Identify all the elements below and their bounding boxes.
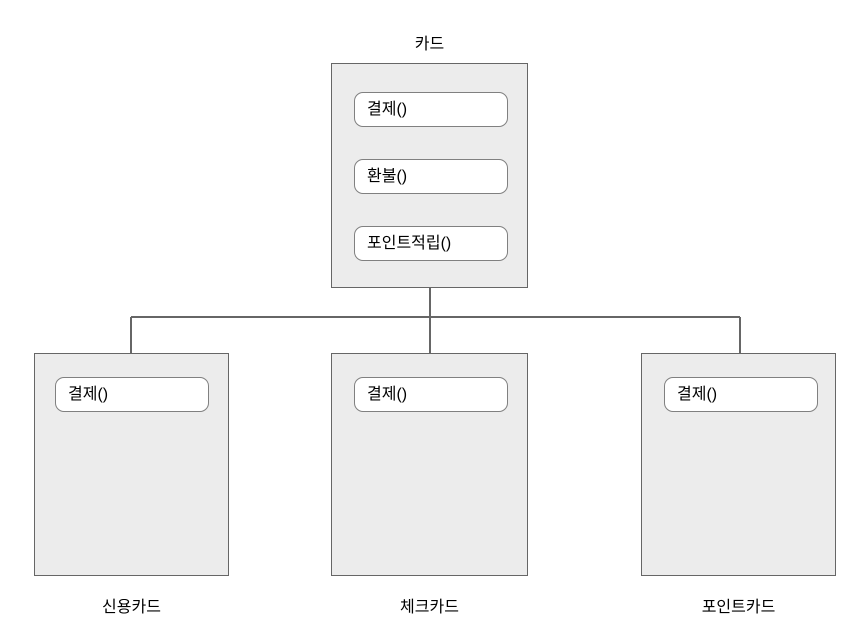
method-pill-child-2-0[interactable]: 결제() [664, 377, 818, 412]
method-pill-parent-0[interactable]: 결제() [354, 92, 508, 127]
child-node-caption-2: 포인트카드 [701, 599, 776, 616]
method-pill-child-0-0[interactable]: 결제() [55, 377, 209, 412]
parent-node-caption: 카드 [414, 36, 445, 53]
child-node-caption-0: 신용카드 [102, 599, 161, 616]
method-pill-child-1-0[interactable]: 결제() [354, 377, 508, 412]
child-node-caption-1: 체크카드 [400, 599, 459, 616]
method-pill-parent-1[interactable]: 환불() [354, 159, 508, 194]
method-pill-parent-2[interactable]: 포인트적립() [354, 226, 508, 261]
